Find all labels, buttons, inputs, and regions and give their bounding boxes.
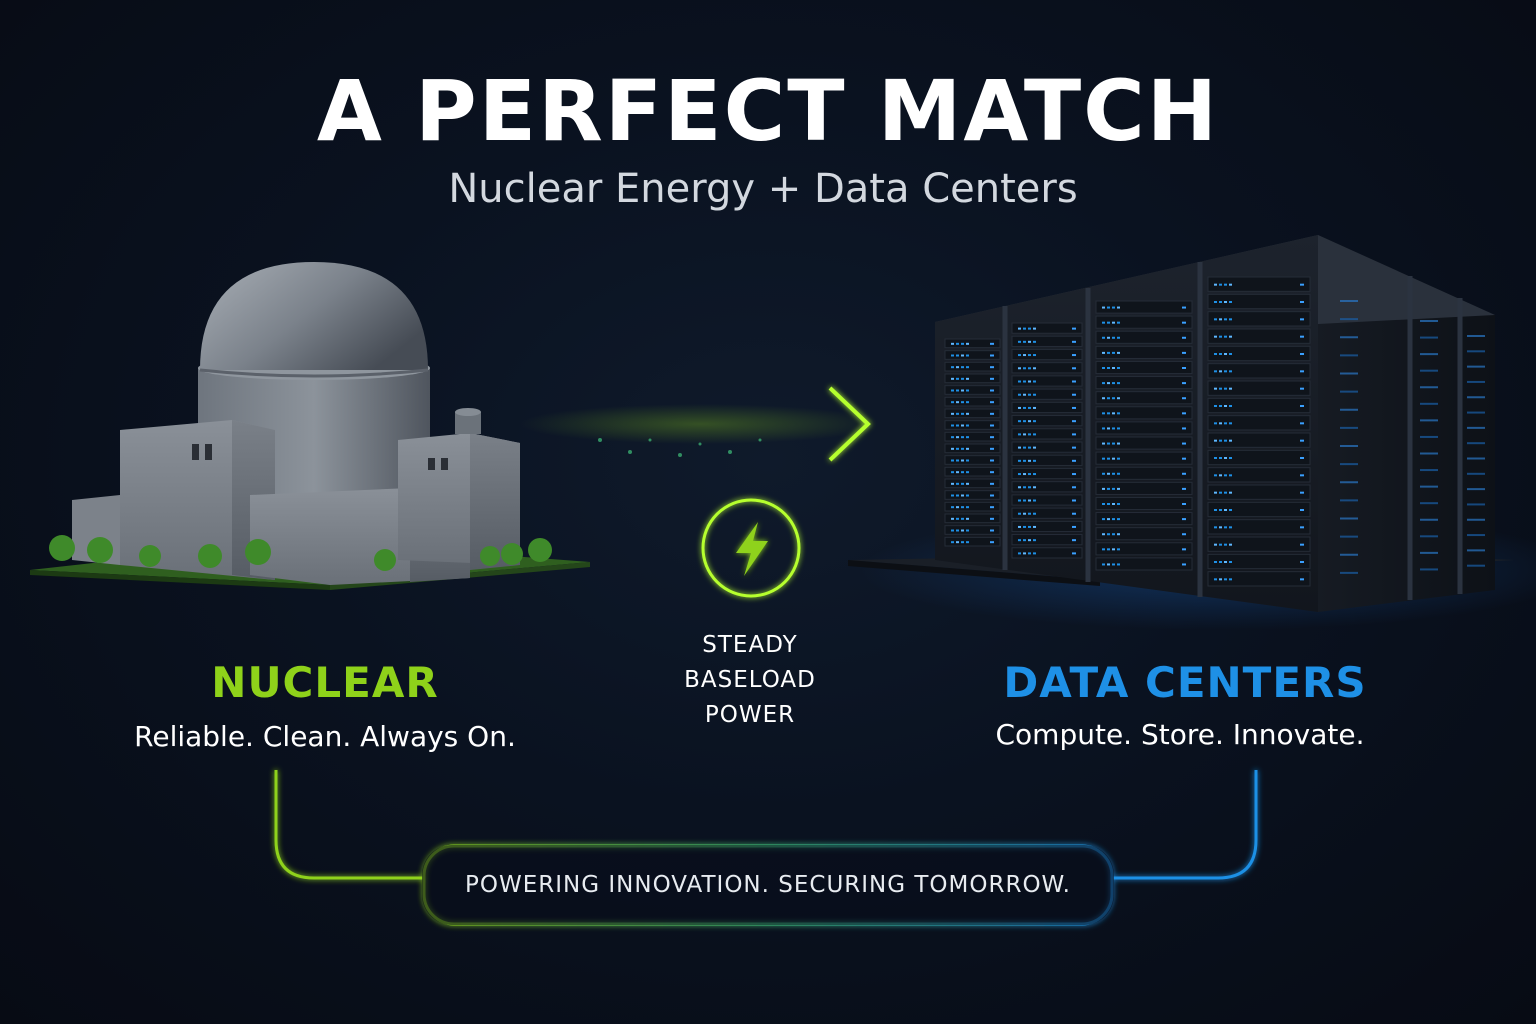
- nuclear-label: NUCLEAR: [211, 658, 439, 707]
- datacenter-label: DATA CENTERS: [1003, 658, 1367, 707]
- center-line-1: STEADY: [702, 632, 798, 658]
- right-arrow-icon: [520, 386, 880, 462]
- center-line-3: POWER: [704, 702, 796, 728]
- server-racks-icon: [848, 235, 1536, 630]
- lightning-bolt-icon: [701, 498, 801, 598]
- datacenter-tagline: Compute. Store. Innovate.: [995, 718, 1365, 751]
- center-line-2: BASELOAD: [684, 667, 816, 693]
- center-caption: STEADY BASELOAD POWER: [660, 628, 840, 733]
- nuclear-plant-icon: [30, 262, 590, 590]
- page-title: A PERFECT MATCH: [316, 62, 1220, 160]
- nuclear-tagline: Reliable. Clean. Always On.: [134, 720, 516, 753]
- footer-banner: POWERING INNOVATION. SECURING TOMORROW.: [422, 845, 1114, 925]
- page-subtitle: Nuclear Energy + Data Centers: [448, 166, 1078, 212]
